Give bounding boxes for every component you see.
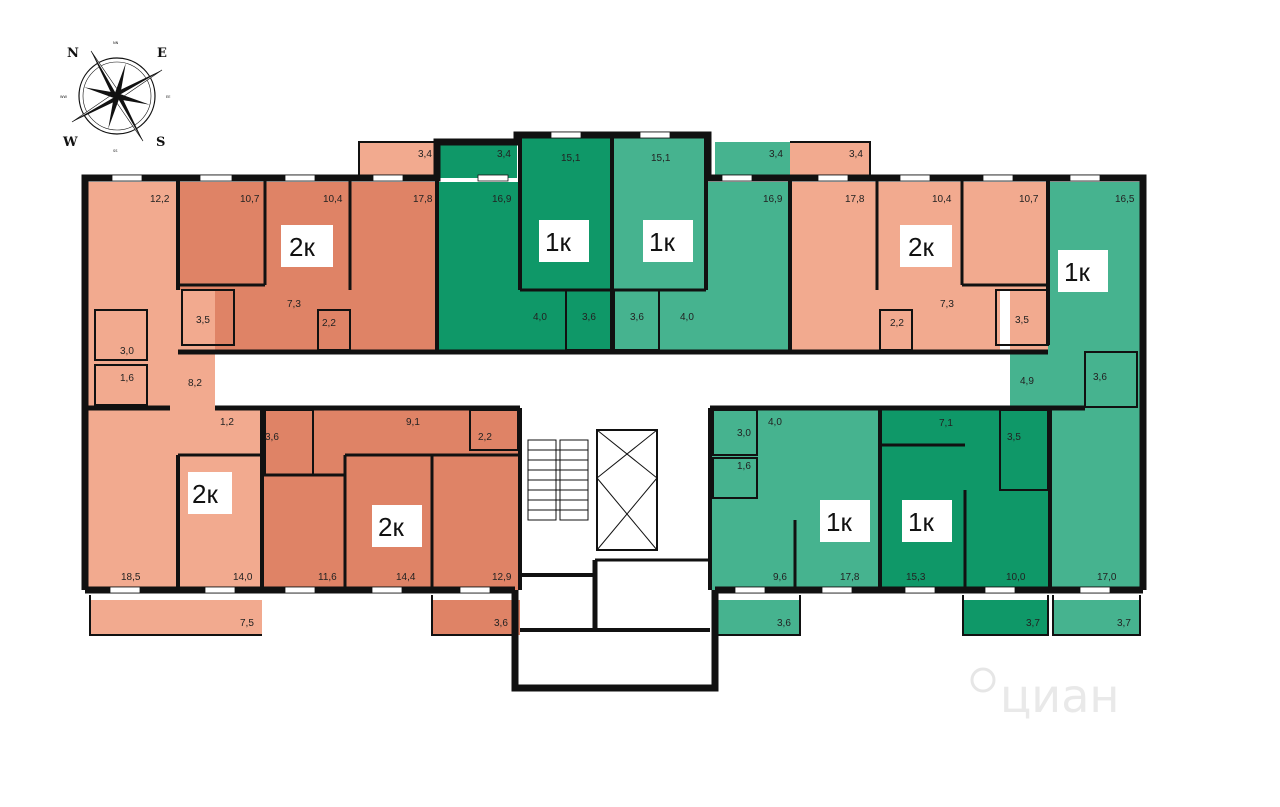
area-label: 3,4 <box>497 149 511 160</box>
area-label: 7,1 <box>939 418 953 429</box>
area-label: 4,0 <box>533 312 547 323</box>
area-label: 3,7 <box>1117 618 1131 629</box>
compass-s-label: S <box>156 135 165 150</box>
area-label: 11,6 <box>318 572 337 583</box>
apartment-type-label[interactable]: 1к <box>1064 257 1090 287</box>
area-label: 7,5 <box>240 618 254 629</box>
apartment-type-label[interactable]: 2к <box>908 232 934 262</box>
area-label: 3,5 <box>1015 315 1029 326</box>
area-label: 8,2 <box>188 378 202 389</box>
area-label: 10,0 <box>1006 572 1026 583</box>
compass-n-label: N <box>67 46 79 61</box>
area-label: 3,5 <box>1007 432 1021 443</box>
area-label: 10,7 <box>240 194 260 205</box>
area-label: 3,0 <box>120 346 134 357</box>
area-label: 3,0 <box>737 428 751 439</box>
area-label: 12,9 <box>492 572 512 583</box>
area-label: 18,5 <box>121 572 141 583</box>
compass-nn-label: NN <box>113 41 119 45</box>
apartment-badges: 2к 1к 1к 2к 1к 2к 2к 1к 1к <box>188 220 1108 547</box>
area-label: 14,4 <box>396 572 416 583</box>
area-label: 3,6 <box>1093 372 1107 383</box>
area-label: 7,3 <box>940 299 954 310</box>
area-label: 4,0 <box>680 312 694 323</box>
apartment-type-label[interactable]: 2к <box>378 512 404 542</box>
area-label: 16,5 <box>1115 194 1135 205</box>
area-label: 12,2 <box>150 194 170 205</box>
area-label: 3,6 <box>494 618 508 629</box>
compass-w-label: W <box>62 135 78 150</box>
area-label: 17,8 <box>413 194 433 205</box>
area-label: 3,7 <box>1026 618 1040 629</box>
area-label: 3,4 <box>769 149 783 160</box>
compass-ee-label: EE <box>166 95 170 99</box>
apartment-type-label[interactable]: 1к <box>649 227 675 257</box>
area-label: 9,6 <box>773 572 787 583</box>
area-label: 1,6 <box>120 373 134 384</box>
area-label: 10,7 <box>1019 194 1039 205</box>
area-label: 3,6 <box>582 312 596 323</box>
area-label: 2,2 <box>322 318 336 329</box>
area-label: 3,6 <box>777 618 791 629</box>
area-label: 4,9 <box>1020 376 1034 387</box>
area-label: 16,9 <box>763 194 783 205</box>
compass-e-label: E <box>157 46 167 61</box>
watermark-text: циан <box>1000 669 1119 723</box>
apartment-type-label[interactable]: 2к <box>192 479 218 509</box>
area-label: 2,2 <box>890 318 904 329</box>
area-label: 3,6 <box>265 432 279 443</box>
area-label: 4,0 <box>768 417 782 428</box>
area-label: 14,0 <box>233 572 253 583</box>
area-label: 17,8 <box>845 194 865 205</box>
area-label: 16,9 <box>492 194 512 205</box>
area-label: 3,4 <box>849 149 863 160</box>
area-label: 17,0 <box>1097 572 1117 583</box>
area-label: 3,4 <box>418 149 432 160</box>
area-labels: 3,4 3,4 15,1 15,1 3,4 3,4 12,2 10,7 10,4… <box>120 149 1135 629</box>
area-label: 17,8 <box>840 572 860 583</box>
area-label: 3,5 <box>196 315 210 326</box>
compass-ww-label: WW <box>60 95 67 99</box>
area-label: 10,4 <box>323 194 343 205</box>
area-label: 3,6 <box>630 312 644 323</box>
area-label: 1,6 <box>737 461 751 472</box>
area-label: 7,3 <box>287 299 301 310</box>
windows <box>109 131 1111 594</box>
area-label: 1,2 <box>220 417 234 428</box>
area-label: 10,4 <box>932 194 952 205</box>
apartment-type-label[interactable]: 2к <box>289 232 315 262</box>
area-label: 15,3 <box>906 572 926 583</box>
area-label: 9,1 <box>406 417 420 428</box>
compass-rose: N E S W NN EE SS WW <box>60 41 170 153</box>
watermark: циан <box>970 667 1119 723</box>
compass-ss-label: SS <box>113 149 118 153</box>
apartment-type-label[interactable]: 1к <box>545 227 571 257</box>
apartment-type-label[interactable]: 1к <box>908 507 934 537</box>
area-label: 2,2 <box>478 432 492 443</box>
area-label: 15,1 <box>561 153 581 164</box>
apartment-type-label[interactable]: 1к <box>826 507 852 537</box>
area-label: 15,1 <box>651 153 671 164</box>
